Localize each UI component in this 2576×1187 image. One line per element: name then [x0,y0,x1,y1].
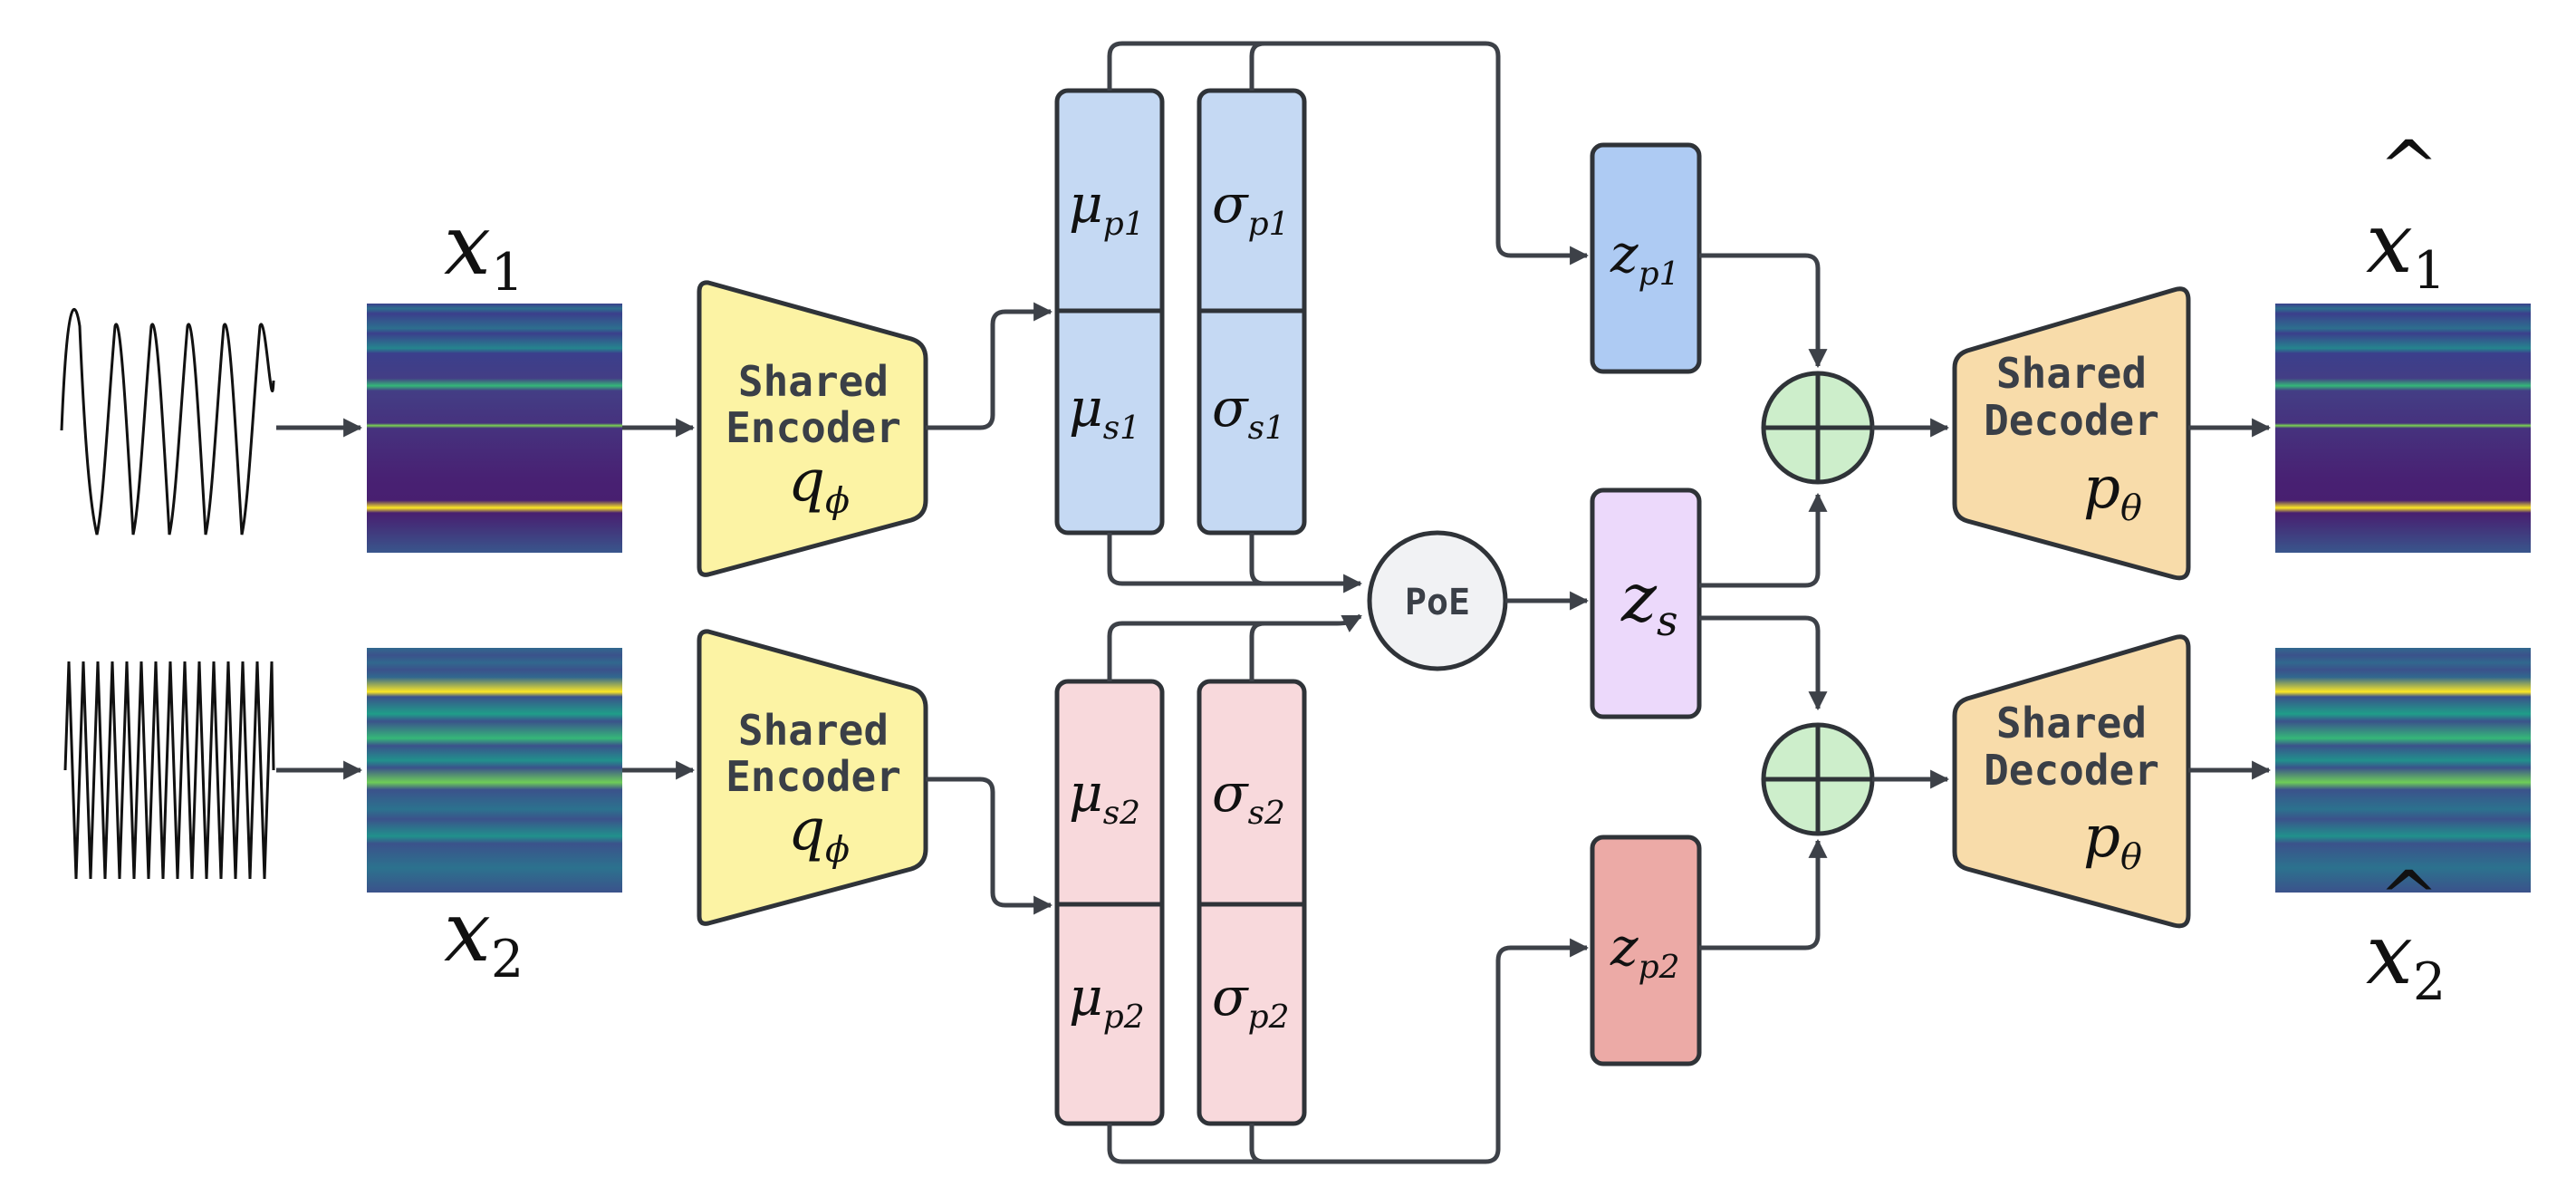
input-spectrogram-2 [367,648,622,893]
stats-block-view-2: μs2 σs2 μp2 σp2 [1054,679,1307,1126]
shared-decoder-1: Shared Decoder pθ [1952,286,2191,581]
svg-text:pθ: pθ [2083,455,2142,529]
sigma-p2-label: σp2 [1212,966,1289,1036]
svg-text:Encoder: Encoder [726,403,901,452]
waveform-2-icon [63,661,275,880]
svg-text:Shared: Shared [1996,699,2147,748]
svg-text:^: ^ [2379,855,2439,940]
mu-s1-label: μs1 [1069,377,1140,447]
svg-text:^: ^ [2379,125,2439,209]
svg-text:Encoder: Encoder [726,752,901,801]
mu-s2-label: μs2 [1069,762,1140,832]
input-spectrogram-1 [367,304,622,553]
svg-text:pθ: pθ [2083,804,2142,878]
svg-text:x1: x1 [2366,195,2446,301]
sigma-s1-label: σs1 [1212,377,1285,447]
svg-text:zs: zs [1620,559,1678,645]
output-spectrogram-1 [2275,304,2531,553]
latent-zs: zs [1590,487,1702,719]
input-label-x2: x2 [444,883,524,989]
sigma-p1-label: σp1 [1212,173,1289,243]
svg-text:qϕ: qϕ [788,796,850,871]
shared-encoder-1: Shared Encoder qϕ [697,280,928,577]
output-spectrogram-2 [2275,648,2531,893]
svg-text:qϕ: qϕ [788,448,850,522]
svg-text:Decoder: Decoder [1984,746,2159,795]
shared-encoder-2: Shared Encoder qϕ [697,629,928,926]
shared-decoder-2: Shared Decoder pθ [1952,634,2191,929]
svg-text:zp1: zp1 [1610,223,1679,293]
svg-text:Shared: Shared [738,357,889,406]
output-label-xhat1: ^ x1 [2366,125,2446,301]
stats-block-view-1: μp1 σp1 μs1 σs1 [1054,88,1307,536]
latent-zp1: zp1 [1590,142,1702,374]
poe-node: PoE [1367,530,1508,671]
mu-p1-label: μp1 [1069,173,1145,243]
svg-text:x2: x2 [2366,906,2446,1012]
svg-text:zp2: zp2 [1610,916,1679,986]
output-label-xhat2: ^ x2 [2366,855,2446,1012]
sum-node-2 [1761,722,1875,836]
waveform-1-icon [60,307,275,536]
svg-text:Shared: Shared [1996,349,2147,398]
input-label-x1: x1 [444,197,524,303]
sum-node-1 [1761,371,1875,485]
sigma-s2-label: σs2 [1212,762,1285,832]
latent-zp2: zp2 [1590,835,1702,1066]
svg-text:PoE: PoE [1405,582,1470,623]
mu-p2-label: μp2 [1069,966,1145,1036]
svg-text:Shared: Shared [738,706,889,755]
svg-text:Decoder: Decoder [1984,396,2159,445]
